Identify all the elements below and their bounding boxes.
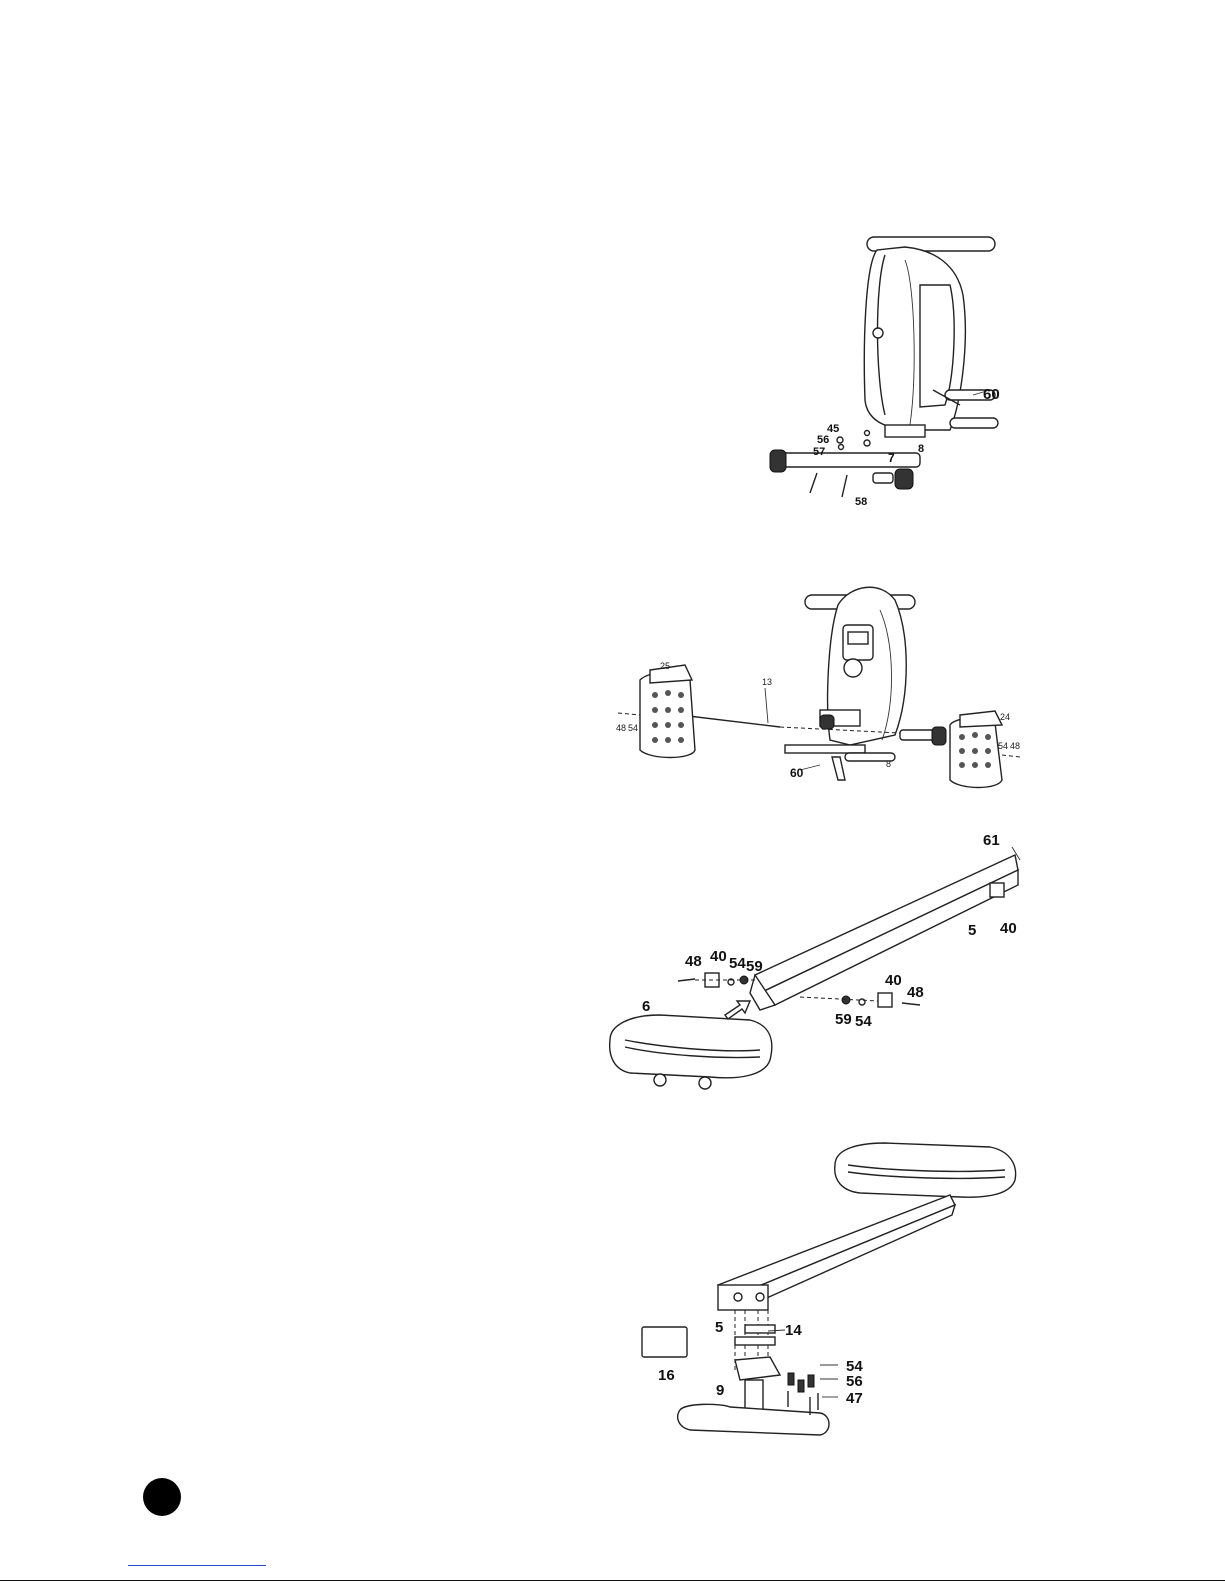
- part-label: 5: [968, 922, 976, 939]
- figure-pedals: 25 13 24 48 54 54 48 8 60: [610, 575, 1030, 795]
- page-marker-circle: [143, 1478, 181, 1516]
- figure-rail-seat: 61 40 5 48 40 54 59 40 48 59 54 6: [600, 825, 1030, 1095]
- part-label: 48: [907, 984, 924, 1001]
- part-label: 13: [762, 677, 772, 687]
- part-label: 59: [835, 1011, 852, 1028]
- part-label: 54: [998, 741, 1008, 751]
- part-label: 25: [660, 661, 670, 671]
- figure-front-stabilizer: 60 45 56 57 7 8 58: [745, 225, 1035, 520]
- part-label: 60: [983, 386, 1000, 403]
- figure-rear-stabilizer: 5 14 16 54 56 9 47: [620, 1135, 1030, 1445]
- part-label: 60: [790, 766, 804, 780]
- footer-divider: [0, 1580, 1225, 1581]
- part-label: 48: [1010, 741, 1020, 751]
- part-label: 58: [855, 496, 867, 508]
- part-label: 47: [846, 1390, 863, 1407]
- footer-link-underline[interactable]: [128, 1565, 266, 1566]
- part-label: 54: [729, 955, 746, 972]
- part-label: 24: [1000, 712, 1010, 722]
- part-label: 48: [685, 953, 702, 970]
- part-label: 8: [918, 443, 924, 455]
- part-label: 57: [813, 446, 825, 458]
- part-label: 7: [888, 451, 895, 465]
- part-label: 61: [983, 832, 1000, 849]
- part-label: 56: [817, 434, 829, 446]
- part-label: 14: [785, 1322, 802, 1339]
- part-label: 5: [715, 1319, 723, 1336]
- part-label: 40: [1000, 920, 1017, 937]
- part-label: 9: [716, 1382, 724, 1399]
- part-label: 40: [885, 972, 902, 989]
- part-label: 48: [616, 723, 626, 733]
- part-label: 54: [855, 1013, 872, 1030]
- part-label: 59: [746, 958, 763, 975]
- part-label: 40: [710, 948, 727, 965]
- part-label: 54: [628, 723, 638, 733]
- part-label: 16: [658, 1367, 675, 1384]
- part-label: 6: [642, 998, 650, 1015]
- part-label: 8: [886, 759, 891, 769]
- part-label: 56: [846, 1373, 863, 1390]
